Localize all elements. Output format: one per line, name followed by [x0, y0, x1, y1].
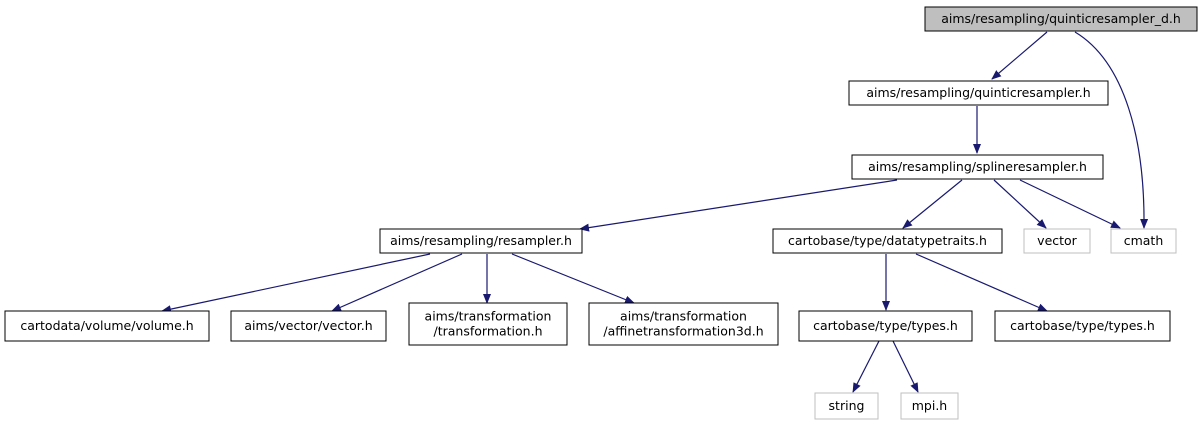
edge-splineresampler_h-to-vector [993, 179, 1047, 229]
edge-types_h_1-to-mpi_h [892, 340, 919, 393]
node-types-h-2[interactable]: cartobase/type/types.h [994, 310, 1171, 342]
node-box[interactable] [230, 310, 387, 342]
node-types-h-1[interactable]: cartobase/type/types.h [798, 310, 973, 342]
edge-resampler_h-to-volume_h [161, 253, 431, 314]
node-box [814, 392, 879, 420]
edge-resampler_h-to-affinetransformation3d_h [511, 253, 635, 304]
edge-types_h_1-to-string [852, 340, 880, 393]
node-resampler-h[interactable]: aims/resampling/resampler.h [379, 228, 583, 254]
node-vector: vector [1023, 228, 1091, 254]
node-volume-h[interactable]: cartodata/volume/volume.h [4, 310, 210, 342]
edge-line [991, 31, 1048, 80]
edge-line [331, 253, 463, 312]
edge-splineresampler_h-to-resampler_h [579, 179, 898, 232]
node-label: string [829, 398, 865, 413]
node-box[interactable] [798, 310, 973, 342]
node-box[interactable] [851, 154, 1104, 180]
node-label: cmath [1124, 233, 1164, 248]
node-label: cartobase/type/types.h [813, 318, 958, 333]
node-quinticresampler-h[interactable]: aims/resampling/quinticresampler.h [848, 80, 1109, 106]
node-box[interactable] [994, 310, 1171, 342]
edge-quinticresampler_d_h-to-quinticresampler_h [991, 31, 1048, 80]
node-label: cartobase/type/datatypetraits.h [788, 233, 987, 248]
node-label: aims/resampling/quinticresampler_d.h [941, 11, 1181, 26]
node-vector-h[interactable]: aims/vector/vector.h [230, 310, 387, 342]
node-affinetransformation3d-h[interactable]: aims/transformation/affinetransformation… [588, 302, 779, 346]
node-string: string [814, 392, 879, 420]
edge-resampler_h-to-vector_h [331, 253, 463, 312]
node-cmath: cmath [1110, 228, 1177, 254]
edge-splineresampler_h-to-cmath [1019, 179, 1121, 229]
edge-line [511, 253, 635, 304]
node-label: aims/transformation [425, 309, 552, 324]
node-box[interactable] [379, 228, 583, 254]
node-label: vector [1037, 233, 1078, 248]
node-box[interactable] [772, 228, 1003, 254]
edge-line [1074, 31, 1149, 229]
edge-quinticresampler_d_h-to-cmath [1074, 31, 1149, 229]
node-label: aims/resampling/resampler.h [390, 233, 572, 248]
node-datatypetraits-h[interactable]: cartobase/type/datatypetraits.h [772, 228, 1003, 254]
node-label: aims/resampling/splineresampler.h [868, 159, 1087, 174]
node-splineresampler-h[interactable]: aims/resampling/splineresampler.h [851, 154, 1104, 180]
node-box[interactable] [408, 302, 568, 346]
node-box [900, 392, 959, 420]
nodes: aims/resampling/quinticresampler_d.haims… [4, 6, 1198, 420]
edge-datatypetraits_h-to-types_h_2 [915, 253, 1048, 312]
node-box[interactable] [848, 80, 1109, 106]
edge-line [993, 179, 1047, 229]
edges [161, 31, 1149, 393]
node-transformation-h[interactable]: aims/transformation/transformation.h [408, 302, 568, 346]
node-label: aims/transformation [620, 309, 747, 324]
edge-line [579, 179, 898, 232]
edge-line [1019, 179, 1121, 229]
node-label: aims/vector/vector.h [244, 318, 372, 333]
edge-line [915, 253, 1048, 312]
node-box [1023, 228, 1091, 254]
node-mpi-h: mpi.h [900, 392, 959, 420]
node-label: mpi.h [912, 398, 947, 413]
node-label: /affinetransformation3d.h [603, 324, 763, 339]
node-quinticresampler-d-h: aims/resampling/quinticresampler_d.h [924, 6, 1198, 32]
node-label: aims/resampling/quinticresampler.h [866, 85, 1090, 100]
edge-line [852, 340, 880, 393]
edge-line [892, 340, 919, 393]
node-label: cartobase/type/types.h [1010, 318, 1155, 333]
node-box[interactable] [4, 310, 210, 342]
node-box [924, 6, 1198, 32]
node-box[interactable] [588, 302, 779, 346]
node-label: /transformation.h [434, 324, 543, 339]
edge-line [161, 253, 431, 314]
edge-line [902, 179, 963, 229]
edge-splineresampler_h-to-datatypetraits_h [902, 179, 963, 229]
node-label: cartodata/volume/volume.h [20, 318, 193, 333]
node-box [1110, 228, 1177, 254]
